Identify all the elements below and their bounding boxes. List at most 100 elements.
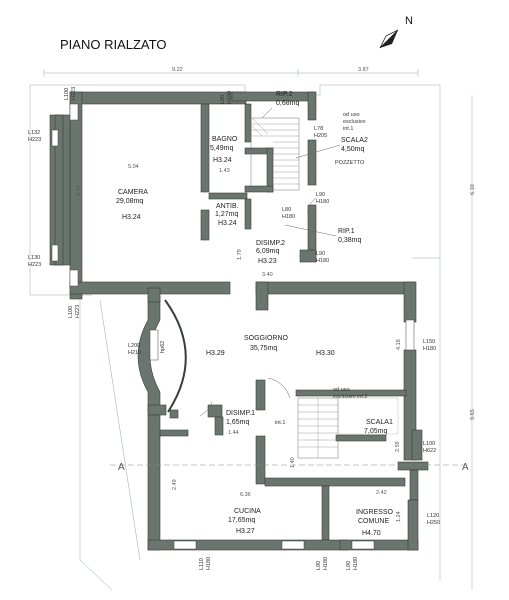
opening-l90-a-l: L90 xyxy=(316,192,325,198)
section-line: A A xyxy=(110,462,469,473)
dim-right-width: 3.87 xyxy=(358,67,369,73)
plan-title: PIANO RIALZATO xyxy=(60,37,166,52)
camera-width-dim: 5.04 xyxy=(128,164,139,170)
scala2-note-3: int.1 xyxy=(343,126,353,132)
antib-area: 1,27mq xyxy=(215,211,238,218)
cucina-name: CUCINA xyxy=(234,508,261,515)
disimp1-name: DISIMP.1 xyxy=(226,410,255,417)
ingresso-name: INGRESSO xyxy=(356,509,394,516)
disimp1-dim: 1.44 xyxy=(228,430,239,436)
scala2-name: SCALA2 xyxy=(341,137,368,144)
room-camera: CAMERA 29,08mq H3.24 5.04 5.78 xyxy=(76,164,148,221)
walls xyxy=(49,91,429,551)
soggiorno-dim: 4.18 xyxy=(396,339,402,350)
room-disimp2: DISIMP.2 6,09mq H3.23 3.40 1.79 xyxy=(237,240,285,278)
scala1-area: 7,05mq xyxy=(364,428,387,435)
section-marker-left: A xyxy=(118,462,125,473)
opening-l150-h: H180 xyxy=(423,346,436,352)
opening-l132-l: L132 xyxy=(28,130,40,136)
dim-right-depth-bottom: 9.65 xyxy=(470,409,476,420)
disimp2-height: H3.23 xyxy=(258,258,277,265)
opening-l130-h: H223 xyxy=(28,262,41,268)
room-scala1: od uso esclusivo int.2 SCALA1 7,05mq 2.5… xyxy=(333,387,401,452)
scala2-note-2: esclusivo xyxy=(343,119,366,125)
cucina-area: 17,65mq xyxy=(228,517,255,524)
rip1-area: 0,38mq xyxy=(338,237,361,244)
rip2-area: 0,68mq xyxy=(276,100,299,107)
dim-right-depth-top: 6.10 xyxy=(470,184,476,195)
opening-l120-h: H250 xyxy=(427,520,440,526)
section-marker-right: A xyxy=(462,462,469,473)
stairs-scala1 xyxy=(297,397,399,459)
ingresso-width-dim: 2.42 xyxy=(376,490,387,496)
camera-depth-dim: 5.78 xyxy=(76,185,82,196)
rip1-name: RIP.1 xyxy=(338,228,355,235)
pozzetto-label: POZZETTO xyxy=(335,160,365,166)
opening-l200-l: L200 xyxy=(128,343,140,349)
bagno-name: BAGNO xyxy=(212,136,238,143)
door-swings xyxy=(199,197,317,417)
opening-l110-h: H180 xyxy=(206,557,212,570)
overall-dimension-top: 9.22 3.87 xyxy=(43,67,419,77)
soggiorno-area: 35,75mq xyxy=(250,345,277,352)
room-ingresso: INGRESSO COMUNE H4.70 2.42 1.24 xyxy=(356,490,402,537)
rip2-name: RIP.2 xyxy=(276,91,293,98)
scala1-dim: 2.59 xyxy=(395,441,401,452)
ingresso-depth-dim: 1.24 xyxy=(396,511,402,522)
room-rip2: RIP.2 0,68mq xyxy=(261,91,299,119)
soggiorno-height-right: H3.30 xyxy=(316,350,335,357)
cucina-height: H3.27 xyxy=(236,528,255,535)
antib-height: H3.24 xyxy=(218,220,237,227)
room-bagno: BAGNO 5,49mq H3.24 1.43 xyxy=(210,136,238,174)
opening-l100-h622-l: L100 xyxy=(423,441,435,447)
opening-l90-d-h: H180 xyxy=(353,557,359,570)
room-disimp1: DISIMP.1 1,65mq 1.44 int.1 xyxy=(226,410,285,436)
opening-l78-l: L78 xyxy=(314,126,323,132)
opening-l90-top-l: L90 xyxy=(220,95,226,104)
disimp2-name: DISIMP.2 xyxy=(256,240,285,247)
cucina-stair-dim: 1.40 xyxy=(290,457,296,468)
bagno-height: H3.24 xyxy=(213,157,232,164)
overall-dimension-right: 6.10 9.65 xyxy=(470,95,476,590)
camera-area: 29,08mq xyxy=(116,198,143,205)
site-outline xyxy=(30,84,441,580)
scala1-note-1: od uso xyxy=(333,387,350,393)
cucina-width-dim: 6.36 xyxy=(240,492,251,498)
opening-l130-l: L130 xyxy=(28,255,40,261)
opening-l90-c-l: L90 xyxy=(316,561,322,570)
camera-height: H3.24 xyxy=(122,214,141,221)
opening-l100-mid-l: L100 xyxy=(68,306,74,318)
antib-name: ANTIB. xyxy=(216,203,239,210)
disimp2-area: 6,09mq xyxy=(256,248,279,255)
scala1-name: SCALA1 xyxy=(366,419,393,426)
room-antib: ANTIB. 1,27mq H3.24 xyxy=(215,203,239,227)
opening-l100-mid-h: H223 xyxy=(75,305,81,318)
camera-name: CAMERA xyxy=(118,189,148,196)
room-scala2: od uso esclusivo int.1 SCALA2 4,50mq xyxy=(295,112,368,159)
opening-l90-c-h: H180 xyxy=(323,557,329,570)
opening-l110-l: L110 xyxy=(199,558,205,570)
room-soggiorno: SOGGIORNO 35,75mq H3.29 H3.30 4.18 xyxy=(206,335,402,357)
opening-l120-l: L120 xyxy=(427,513,439,519)
opening-l100-h622-h: H622 xyxy=(423,448,436,454)
stairs-scala2 xyxy=(250,117,300,191)
disimp2-width-dim: 3.40 xyxy=(262,272,273,278)
opening-l132-h: H223 xyxy=(28,137,41,143)
disimp1-int-label: int.1 xyxy=(275,420,285,426)
window-marks xyxy=(51,103,415,550)
opening-l90-b-h: H180 xyxy=(316,258,329,264)
opening-l78-h: H205 xyxy=(314,133,327,139)
soggiorno-name: SOGGIORNO xyxy=(244,335,289,342)
scala2-note-1: od uso xyxy=(343,112,360,118)
bagno-dim: 1.43 xyxy=(219,168,230,174)
opening-l100-top-l: L100 xyxy=(64,88,70,100)
north-label: N xyxy=(405,15,413,27)
disimp1-area: 1,65mq xyxy=(226,419,249,426)
sill-alt-1: hp62 xyxy=(160,341,166,353)
opening-l100-top-h: H223 xyxy=(71,87,77,100)
scala2-area: 4,50mq xyxy=(341,146,364,153)
opening-l80-l: L80 xyxy=(282,207,291,213)
north-arrow-icon: N xyxy=(379,15,413,49)
cucina-depth-dim: 2.49 xyxy=(172,479,178,490)
scala1-note-2: esclusivo int.2 xyxy=(333,394,368,400)
